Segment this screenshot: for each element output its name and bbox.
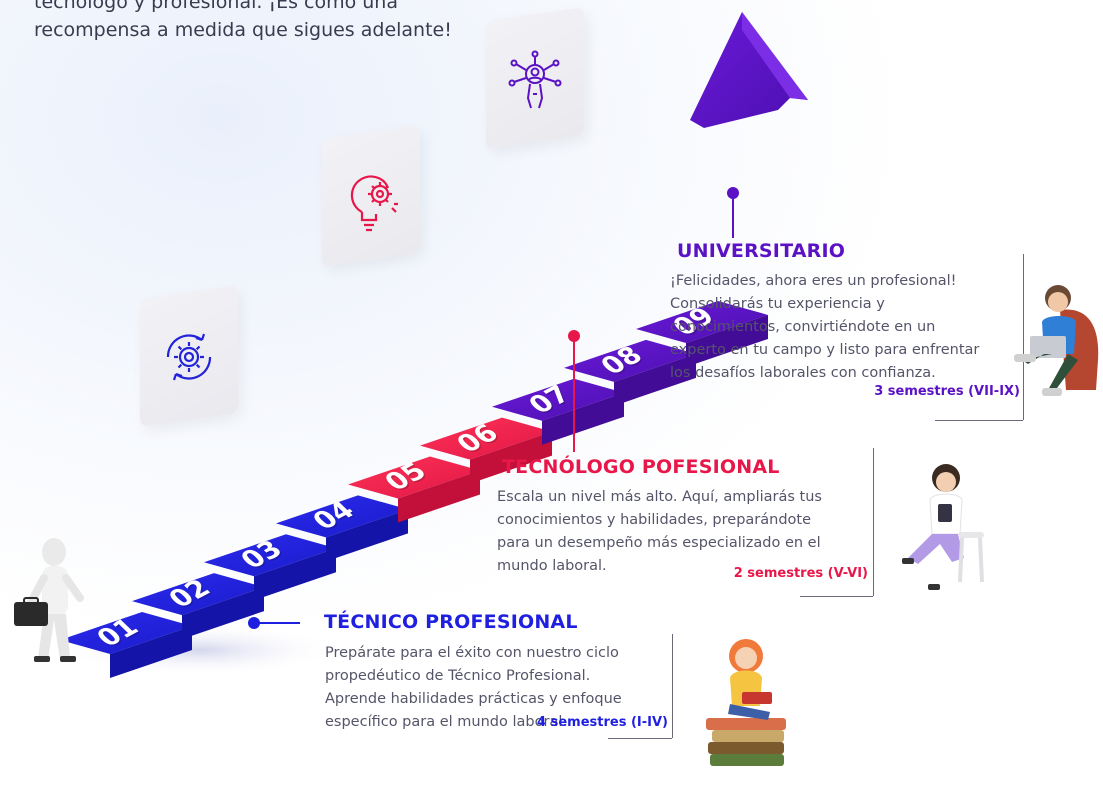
desc-line: Consolidarás tu experiencia y [670, 296, 885, 312]
level-duration-tecnico: 4 semestres (I-IV) [537, 715, 668, 730]
desc-line: para un desempeño más especializado en e… [497, 535, 821, 551]
step-riser [398, 470, 480, 523]
level-duration-universitario: 3 semestres (VII-IX) [874, 384, 1020, 399]
divider-tecnico [672, 634, 673, 738]
step-riser [542, 392, 624, 445]
divider-universitario-bottom [935, 420, 1023, 421]
briefcase-icon [14, 602, 48, 626]
intro-line-1: tecnólogo y profesional. ¡Es como una [34, 0, 398, 13]
level-title-universitario: UNIVERSITARIO [677, 240, 846, 262]
businessman-illustration [14, 538, 84, 662]
step-riser [110, 626, 192, 678]
marker-dot-tecnico [248, 617, 260, 629]
step-04 [276, 495, 408, 538]
step-06 [420, 417, 552, 460]
step-riser [326, 509, 408, 562]
lightbulb-gear-icon [350, 175, 398, 232]
man-laptop-illustration [1014, 285, 1099, 396]
level-desc-tecnico: Prepárate para el éxito con nuestro cicl… [325, 642, 675, 734]
divider-tecnico-bottom [608, 738, 672, 739]
step-riser [182, 587, 264, 640]
level-title-tecnico: TÉCNICO PROFESIONAL [324, 611, 578, 633]
desc-line: Escala un nivel más alto. Aquí, ampliará… [497, 489, 822, 505]
intro-line-2: recompensa a medida que sigues adelante! [34, 19, 452, 41]
marker-dot-universitario [727, 187, 739, 199]
desc-line: Prepárate para el éxito con nuestro cicl… [325, 645, 619, 661]
icon-card-gears [140, 285, 238, 427]
intro-text: tecnólogo y profesional. ¡Es como una re… [34, 0, 514, 44]
step-riser [470, 431, 552, 484]
level-desc-tecnologo: Escala un nivel más alto. Aquí, ampliará… [497, 486, 877, 578]
divider-tecnologo [873, 448, 874, 596]
desc-line: conocimientos y habilidades, preparándot… [497, 512, 812, 528]
level-desc-universitario: ¡Felicidades, ahora eres un profesional!… [670, 270, 1020, 385]
marker-dot-tecnologo [568, 330, 580, 342]
step-riser [686, 314, 768, 367]
step-07 [492, 378, 624, 421]
desc-line: ¡Felicidades, ahora eres un profesional! [670, 273, 957, 289]
gears-icon [166, 333, 212, 381]
student-reading-illustration [706, 639, 786, 766]
divider-universitario [1023, 254, 1024, 420]
woman-tablet-illustration [902, 464, 984, 590]
step-riser [254, 548, 336, 601]
step-02 [132, 573, 264, 616]
step-03 [204, 534, 336, 577]
step-riser [614, 353, 696, 406]
step-01 [60, 612, 192, 654]
divider-tecnologo-bottom [800, 596, 873, 597]
icon-card-lightbulb [322, 125, 420, 267]
icon-card-network [486, 7, 584, 149]
desc-line: los desafíos laborales con confianza. [670, 365, 936, 381]
step-09 [636, 300, 768, 343]
level-title-tecnologo: TECNÓLOGO POFESIONAL [502, 456, 780, 478]
step-08 [564, 339, 696, 382]
network-person-icon [508, 50, 562, 109]
desc-line: específico para el mundo laboral. [325, 714, 567, 730]
desc-line: experto en tu campo y listo para enfrent… [670, 342, 980, 358]
level-duration-tecnologo: 2 semestres (V-VI) [733, 566, 868, 581]
desc-line: Aprende habilidades prácticas y enfoque [325, 691, 622, 707]
step-05 [348, 456, 480, 499]
arrow-head [690, 12, 808, 128]
desc-line: conocimientos, convirtiéndote en un [670, 319, 936, 335]
desc-line: mundo laboral. [497, 558, 607, 574]
desc-line: propedéutico de Técnico Profesional. [325, 668, 591, 684]
